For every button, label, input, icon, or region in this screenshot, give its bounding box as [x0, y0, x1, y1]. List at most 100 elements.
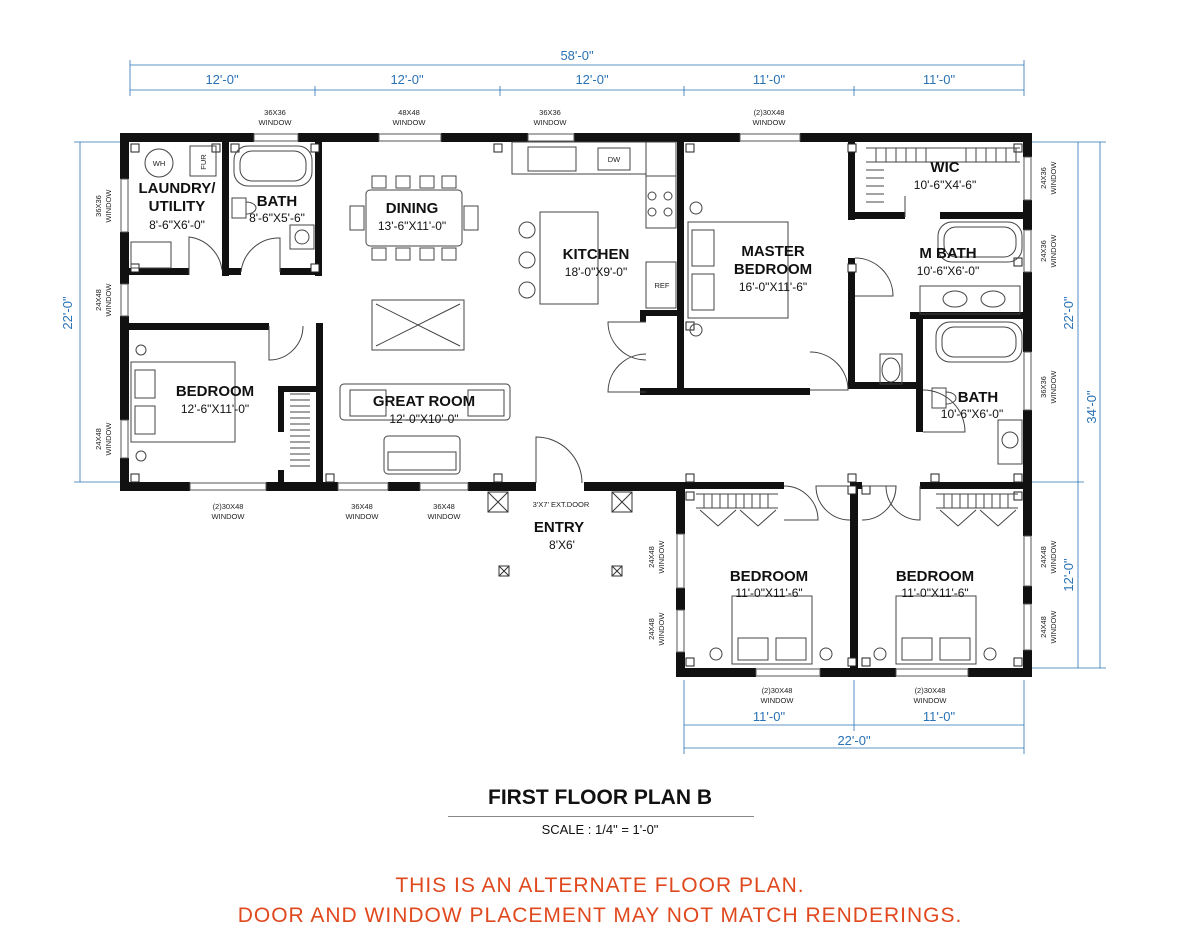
bedroom-mid-size: 11'-0"X11'-6" — [735, 586, 802, 600]
corner-posts — [130, 143, 1023, 667]
bedroom-right-name: BEDROOM — [896, 568, 974, 585]
disclaimer-line-2: DOOR AND WINDOW PLACEMENT MAY NOT MATCH … — [237, 904, 963, 927]
dim-top-seg-4: 11'-0" — [753, 72, 786, 87]
walls — [120, 133, 1032, 677]
window-right-3-size: 36X36 — [1039, 376, 1048, 398]
furnace-icon — [189, 145, 217, 177]
wic-name: WIC — [930, 159, 959, 176]
disclaimer-line-1: THIS IS AN ALTERNATE FLOOR PLAN. — [395, 874, 805, 897]
dim-top-seg-3: 12'-0" — [575, 72, 609, 87]
window-right-2-word: WINDOW — [1049, 234, 1058, 268]
window-top-2-size: 48X48 — [398, 108, 420, 117]
bath2-size: 10'-6"X6'-0" — [941, 407, 1003, 421]
wic-size: 10'-6"X4'-6" — [914, 178, 976, 192]
window-bottom-1-word: WINDOW — [212, 512, 246, 521]
window-top-1-word: WINDOW — [259, 118, 293, 127]
entry-name: ENTRY — [534, 519, 584, 536]
refrigerator-label: REF — [655, 281, 670, 290]
dim-top-seg-1: 12'-0" — [205, 72, 239, 87]
plan-title: FIRST FLOOR PLAN B — [488, 786, 712, 809]
window-right-1-size: 24X36 — [1039, 167, 1048, 189]
window-wing-left-2-word: WINDOW — [657, 612, 666, 646]
window-right-2-size: 24X36 — [1039, 240, 1048, 262]
window-left-3-size: 24X48 — [94, 428, 103, 450]
bath1-size: 8'-6"X5'-6" — [249, 211, 305, 225]
window-bottom-2-word: WINDOW — [346, 512, 380, 521]
dining-size: 13'-6"X11'-0" — [378, 219, 446, 233]
dim-bottom-seg-1: 11'-0" — [753, 709, 786, 724]
window-right-5-word: WINDOW — [1049, 610, 1058, 644]
window-wing-bottom-1-word: WINDOW — [761, 696, 795, 705]
window-right-4-size: 24X48 — [1039, 546, 1048, 568]
window-bottom-1-size: (2)30X48 — [213, 502, 244, 511]
window-bottom-3-word: WINDOW — [428, 512, 462, 521]
master-size: 16'-0"X11'-6" — [739, 280, 807, 294]
window-left-2-size: 24X48 — [94, 289, 103, 311]
room-labels: LAUNDRY/ UTILITY 8'-6"X6'-0" BATH 8'-6"X… — [139, 159, 1004, 600]
dishwasher-label: DW — [608, 155, 621, 164]
title-underline — [448, 816, 754, 817]
window-top-2-word: WINDOW — [393, 118, 427, 127]
entry-size: 8'X6' — [549, 538, 575, 552]
laundry-size: 8'-6"X6'-0" — [149, 218, 205, 232]
window-top-4-size: (2)30X48 — [754, 108, 785, 117]
dim-bottom-overall: 22'-0" — [837, 733, 871, 748]
dim-right-overall: 34'-0" — [1084, 390, 1099, 424]
water-heater-label: WH — [153, 159, 166, 168]
bedroom-left-name: BEDROOM — [176, 383, 254, 400]
window-right-5-size: 24X48 — [1039, 616, 1048, 638]
porch-posts — [487, 491, 633, 577]
window-top-3-size: 36X36 — [539, 108, 561, 117]
dim-top-seg-5: 11'-0" — [923, 72, 956, 87]
dim-bottom-seg-2: 11'-0" — [923, 709, 956, 724]
window-bottom-3-size: 36X48 — [433, 502, 455, 511]
dim-left-depth: 22'-0" — [60, 296, 75, 330]
window-openings — [120, 133, 1032, 677]
window-left-1-size: 36X36 — [94, 195, 103, 217]
laundry-name-2: UTILITY — [149, 198, 206, 215]
window-right-3-word: WINDOW — [1049, 370, 1058, 404]
door-swings — [188, 196, 966, 521]
bedroom-left-size: 12'-6"X11'-0" — [181, 402, 249, 416]
dining-name: DINING — [386, 200, 439, 217]
bedroom-right-size: 11'-0"X11'-6" — [901, 586, 968, 600]
window-wing-bottom-2-size: (2)30X48 — [915, 686, 946, 695]
bath1-name: BATH — [257, 193, 298, 210]
window-left-2-word: WINDOW — [104, 283, 113, 317]
dim-top-seg-2: 12'-0" — [390, 72, 424, 87]
dim-overall-top: 58'-0" — [560, 48, 594, 63]
window-top-4-word: WINDOW — [753, 118, 787, 127]
great-room-name: GREAT ROOM — [373, 393, 475, 410]
bath2-name: BATH — [958, 389, 999, 406]
window-wing-bottom-2-word: WINDOW — [914, 696, 948, 705]
kitchen-size: 18'-0"X9'-0" — [565, 265, 627, 279]
window-wing-left-2-size: 24X48 — [647, 618, 656, 640]
plan-scale: SCALE : 1/4" = 1'-0" — [541, 822, 659, 837]
window-top-3-word: WINDOW — [534, 118, 568, 127]
water-heater-icon — [144, 148, 174, 178]
laundry-name-1: LAUNDRY/ — [139, 180, 217, 197]
window-wing-left-1-word: WINDOW — [657, 540, 666, 574]
window-wing-left-1-size: 24X48 — [647, 546, 656, 568]
dimension-lines — [74, 60, 1106, 754]
window-labels: 36X36 WINDOW 48X48 WINDOW 36X36 WINDOW (… — [94, 108, 1058, 705]
dim-right-lower: 12'-0" — [1061, 558, 1076, 592]
window-left-1-word: WINDOW — [104, 189, 113, 223]
window-left-3-word: WINDOW — [104, 422, 113, 456]
window-top-1-size: 36X36 — [264, 108, 286, 117]
exterior-door-label: 3'X7' EXT.DOOR — [533, 500, 590, 509]
window-right-1-word: WINDOW — [1049, 161, 1058, 195]
floor-plan-drawing: 58'-0" 12'-0" 12'-0" 12'-0" 11'-0" 11'-0… — [60, 48, 1106, 754]
furnace-label: FUR — [199, 154, 208, 170]
master-name-2: BEDROOM — [734, 261, 812, 278]
fixtures — [130, 141, 1023, 665]
bedroom-mid-name: BEDROOM — [730, 568, 808, 585]
mbath-name: M BATH — [919, 245, 976, 262]
window-bottom-2-size: 36X48 — [351, 502, 373, 511]
kitchen-name: KITCHEN — [563, 246, 630, 263]
master-name-1: MASTER — [741, 243, 805, 260]
window-right-4-word: WINDOW — [1049, 540, 1058, 574]
great-room-size: 12'-0"X10'-0" — [389, 412, 458, 426]
window-wing-bottom-1-size: (2)30X48 — [762, 686, 793, 695]
dim-right-upper: 22'-0" — [1061, 296, 1076, 330]
